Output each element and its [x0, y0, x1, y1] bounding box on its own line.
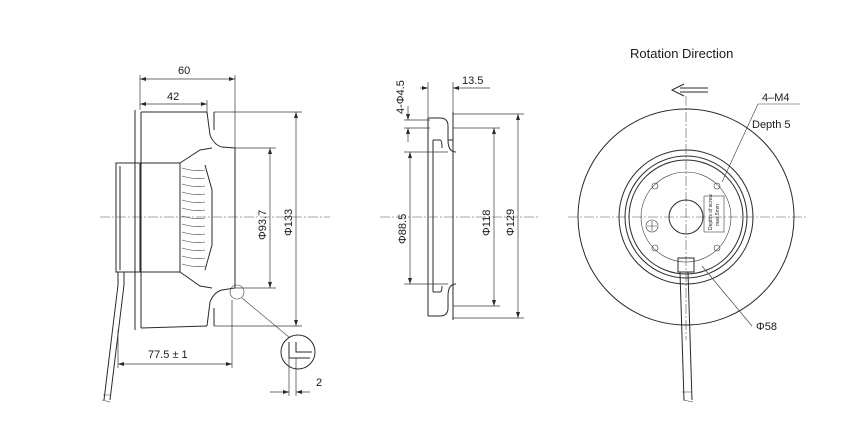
dim-88-5-label: Φ88.5 — [397, 214, 409, 244]
dim-42-label: 42 — [167, 91, 179, 103]
dim-129-label: Φ129 — [505, 209, 517, 236]
dim-2-label: 2 — [316, 377, 322, 389]
dim-13-5-label: 13.5 — [462, 75, 483, 87]
sticker-line-1: Depths of screw — [708, 194, 714, 230]
rotation-direction-title: Rotation Direction — [630, 46, 733, 61]
dim-4-5-label: 4-Φ4.5 — [395, 80, 407, 114]
callout-m4: 4–M4 — [762, 92, 790, 104]
sticker-line-2: max.5mm — [715, 204, 721, 226]
front-view: Rotation Direction Depths of screw — [568, 46, 808, 403]
dim-60-label: 60 — [178, 65, 190, 77]
callout-58: Φ58 — [756, 321, 777, 333]
dim-93-7-label: Φ93.7 — [257, 210, 269, 240]
callout-depth: Depth 5 — [752, 119, 791, 131]
dim-133-label: Φ133 — [283, 209, 295, 236]
flange-section-view: 4-Φ4.5 13.5 Φ88.5 Φ118 Φ129 — [380, 75, 540, 320]
sticker-label: Depths of screw max.5mm — [703, 194, 725, 233]
dim-77-5-label: 77.5 ± 1 — [148, 349, 188, 361]
dim-118-label: Φ118 — [481, 210, 493, 236]
rotation-arrow-icon — [670, 83, 708, 97]
side-view: 60 42 Φ93.7 Φ133 77.5 ± 1 — [100, 65, 330, 403]
